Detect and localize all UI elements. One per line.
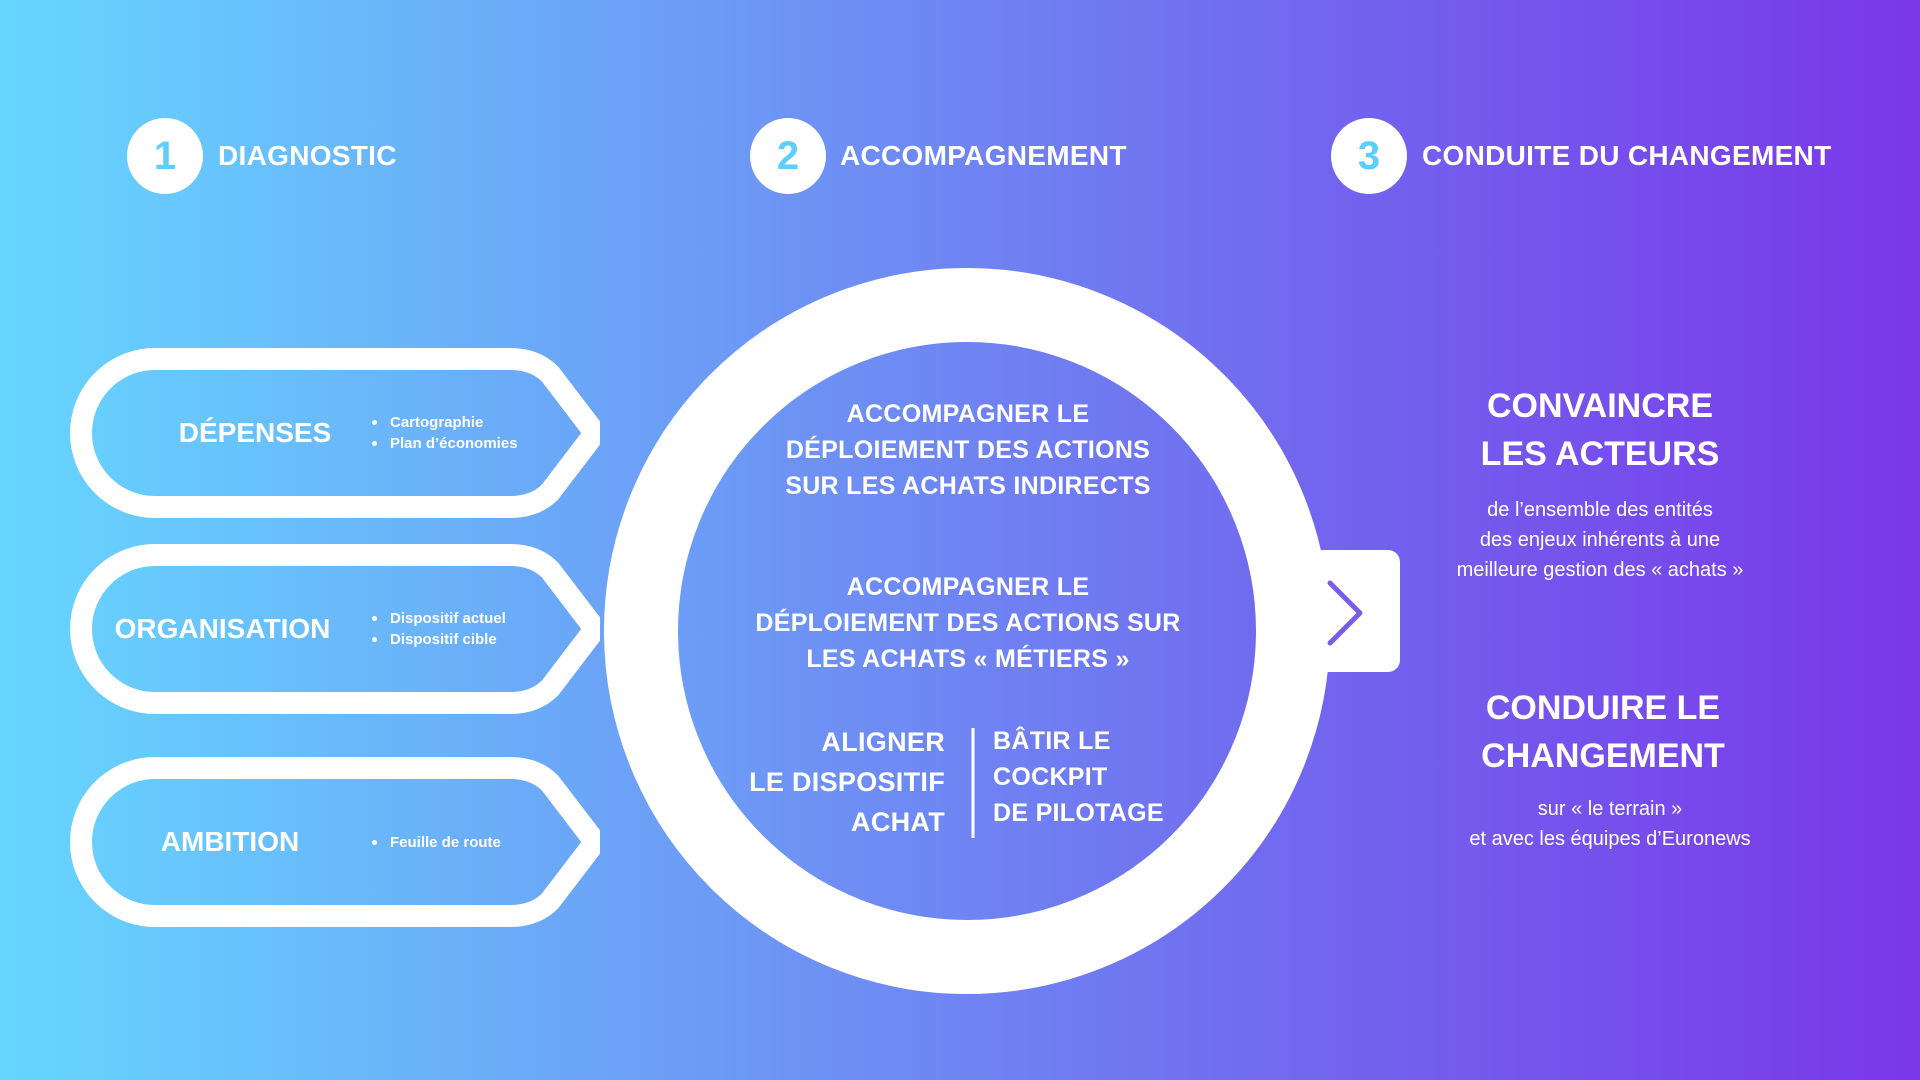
pill-bullet: Dispositif cible — [370, 629, 506, 650]
step-2-number: 2 — [776, 133, 800, 178]
text-line: DÉPLOIEMENT DES ACTIONS SUR — [755, 609, 1181, 637]
step-3-title: CONDUITE DU CHANGEMENT — [1422, 140, 1832, 171]
conduire-description: sur « le terrain » et avec les équipes d… — [1400, 794, 1820, 854]
text-line: LE DISPOSITIF — [749, 767, 945, 797]
batir-cockpit-text: BÂTIR LE COCKPIT DE PILOTAGE — [993, 723, 1213, 831]
pill-bullet-list: Cartographie Plan d’économies — [370, 348, 518, 518]
title-line: LES ACTEURS — [1480, 435, 1720, 473]
accompagnement-metiers-text: ACCOMPAGNER LE DÉPLOIEMENT DES ACTIONS S… — [718, 569, 1218, 677]
pill-bullet-list: Dispositif actuel Dispositif cible — [370, 544, 506, 714]
text-line: ACCOMPAGNER LE — [846, 573, 1090, 601]
text-line: COCKPIT — [993, 763, 1108, 791]
step-3-number-badge: 3 — [1331, 118, 1407, 194]
pill-bullet: Plan d’économies — [370, 433, 518, 454]
text-line: ALIGNER — [821, 727, 945, 757]
ring-circle — [604, 268, 1330, 994]
pill-arrow-shape — [70, 348, 600, 518]
text-line: LES ACHATS « MÉTIERS » — [806, 645, 1130, 673]
pill-arrow-shape — [70, 757, 600, 927]
title-line: CONVAINCRE — [1486, 387, 1714, 425]
pill-bullet: Feuille de route — [370, 832, 501, 853]
diagnostic-pill-organisation: ORGANISATION Dispositif actuel Dispositi… — [70, 544, 600, 714]
text-line: sur « le terrain » — [1537, 798, 1683, 820]
diagnostic-pill-depenses: DÉPENSES Cartographie Plan d’économies — [70, 348, 600, 518]
step-1-number: 1 — [153, 133, 177, 178]
step-1-title: DIAGNOSTIC — [218, 140, 397, 171]
convaincre-description: de l’ensemble des entités des enjeux inh… — [1390, 495, 1810, 585]
pill-title: AMBITION — [160, 826, 300, 857]
text-line: SUR LES ACHATS INDIRECTS — [785, 472, 1151, 500]
pill-title: DÉPENSES — [178, 417, 332, 448]
step-2-number-badge: 2 — [750, 118, 826, 194]
pill-bullet: Cartographie — [370, 412, 518, 433]
accompagnement-indirects-text: ACCOMPAGNER LE DÉPLOIEMENT DES ACTIONS S… — [718, 396, 1218, 504]
title-line: CHANGEMENT — [1481, 737, 1725, 775]
chevron-right-icon — [1327, 580, 1363, 646]
text-line: des enjeux inhérents à une — [1479, 529, 1721, 551]
text-line: de l’ensemble des entités — [1487, 499, 1713, 521]
conduire-title: CONDUIRE LE CHANGEMENT — [1393, 684, 1813, 780]
text-line: BÂTIR LE — [993, 727, 1111, 755]
step-1-number-badge: 1 — [127, 118, 203, 194]
pill-bullet-list: Feuille de route — [370, 757, 501, 927]
text-line: DÉPLOIEMENT DES ACTIONS — [785, 436, 1151, 464]
text-line: ACHAT — [851, 807, 945, 837]
title-line: CONDUIRE LE — [1485, 689, 1721, 727]
aligner-dispositif-text: ALIGNER LE DISPOSITIF ACHAT — [700, 722, 945, 842]
text-line: meilleure gestion des « achats » — [1456, 559, 1744, 581]
diagnostic-pill-ambition: AMBITION Feuille de route — [70, 757, 600, 927]
pill-title: ORGANISATION — [114, 613, 331, 644]
text-line: ACCOMPAGNER LE — [846, 400, 1090, 428]
pill-arrow-shape — [70, 544, 600, 714]
text-line: DE PILOTAGE — [993, 799, 1164, 827]
text-line: et avec les équipes d’Euronews — [1469, 828, 1751, 850]
convaincre-title: CONVAINCRE LES ACTEURS — [1390, 382, 1810, 478]
step-2-title: ACCOMPAGNEMENT — [840, 140, 1127, 171]
pill-bullet: Dispositif actuel — [370, 608, 506, 629]
step-3-number: 3 — [1357, 133, 1381, 178]
